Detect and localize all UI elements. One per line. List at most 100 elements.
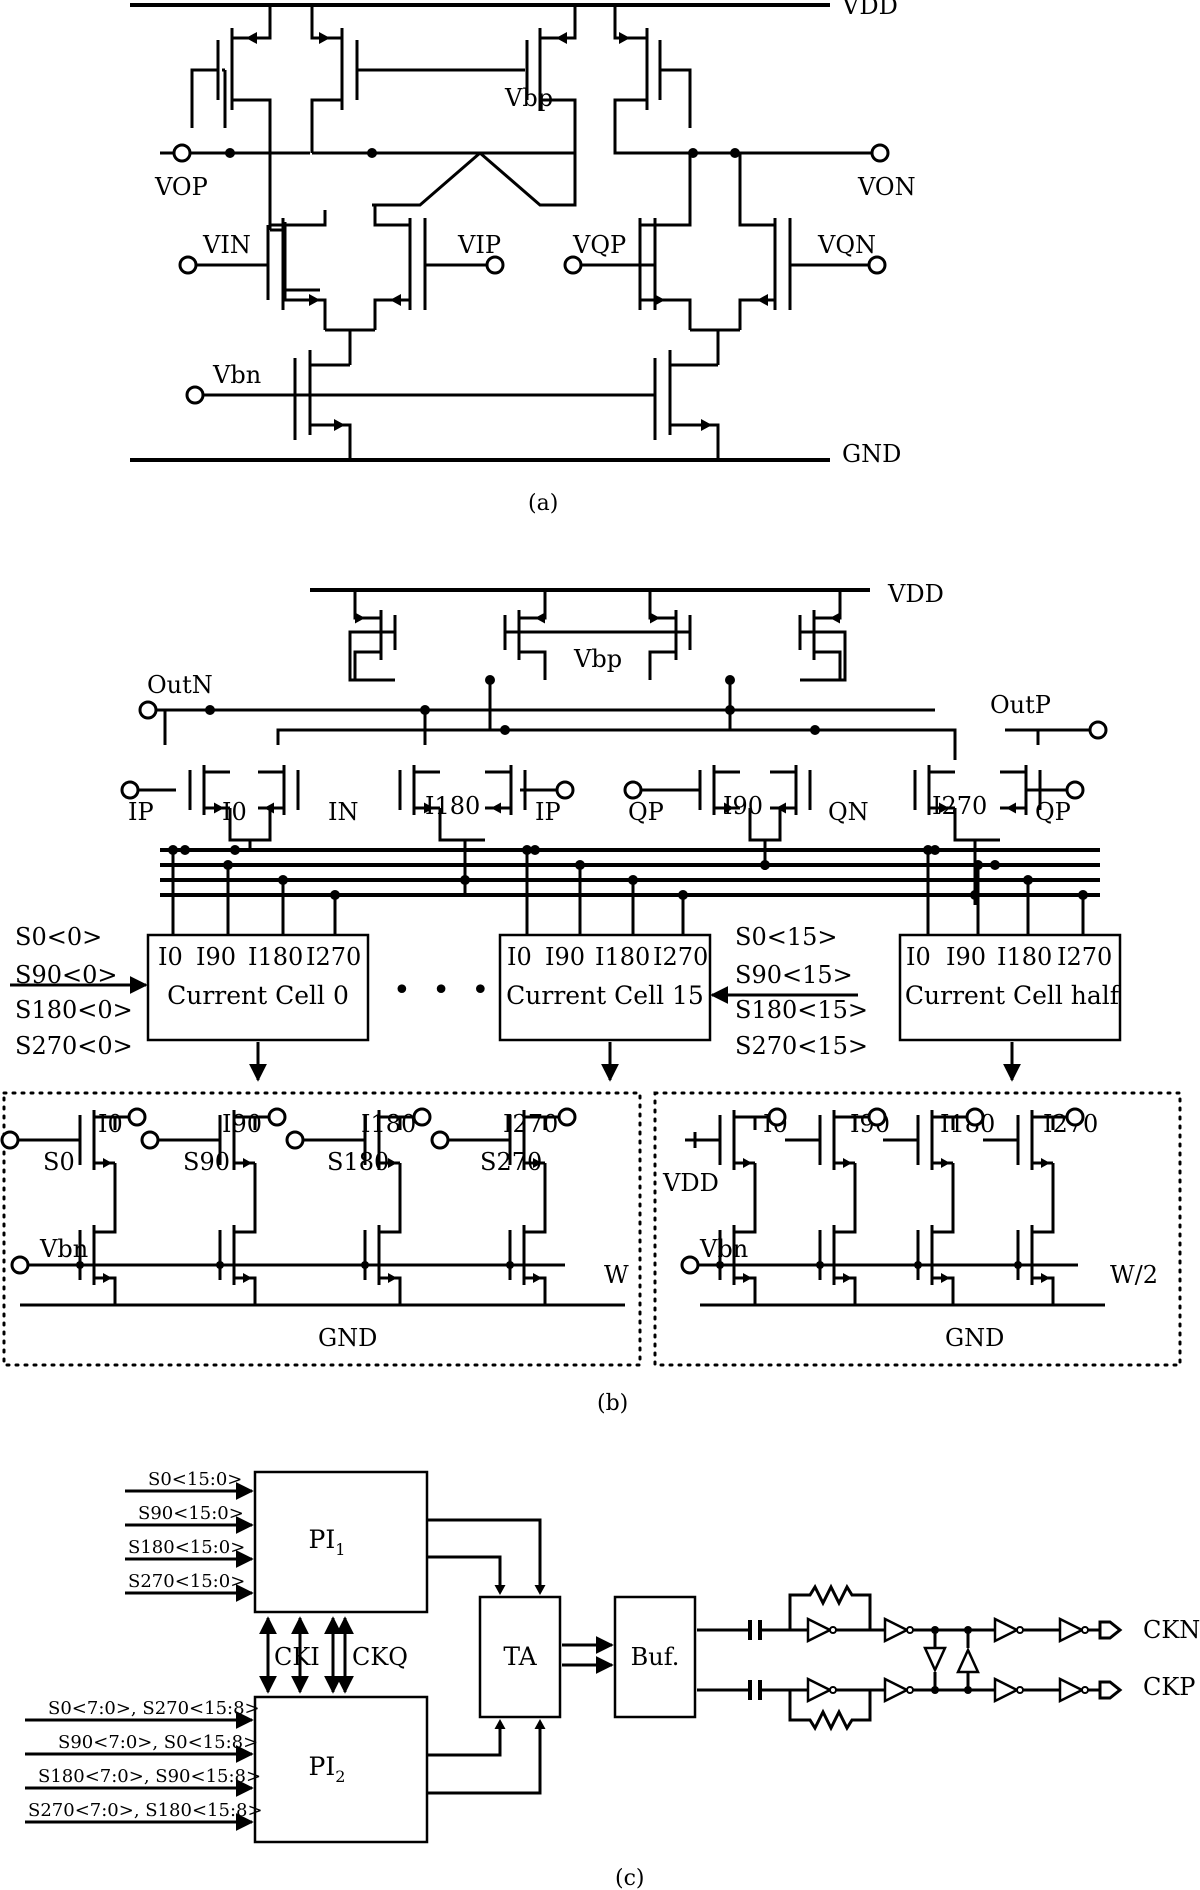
c-block-wiring xyxy=(25,1482,1123,1831)
a-schematic-wiring xyxy=(160,5,890,460)
terminal-pin xyxy=(138,700,158,720)
a-vqp-label: VQP xyxy=(572,231,626,259)
wire xyxy=(292,350,720,460)
arrowhead xyxy=(534,1585,546,1595)
wire xyxy=(1098,1620,1123,1700)
b-vdd-label: VDD xyxy=(887,580,944,608)
terminal-pin xyxy=(10,1255,30,1275)
terminal-pin xyxy=(870,143,890,163)
arrowhead xyxy=(941,1273,950,1283)
wire xyxy=(718,1110,757,1170)
current-cell-half xyxy=(898,933,1122,1042)
wire xyxy=(916,1163,955,1305)
a-vbp-label: Vbp xyxy=(504,84,553,112)
arrowhead xyxy=(830,612,840,624)
terminal-pin xyxy=(1065,1107,1085,1127)
wire xyxy=(748,1620,762,1700)
arrowhead xyxy=(757,293,768,307)
a-vip-label: VIP xyxy=(457,231,501,259)
cell15-title: Current Cell 15 xyxy=(506,981,704,1010)
arrowhead xyxy=(535,612,545,624)
wire xyxy=(690,328,740,365)
terminal-pin xyxy=(1065,780,1085,800)
junction-dot xyxy=(361,1261,369,1269)
arrowhead xyxy=(1041,1273,1050,1283)
wire xyxy=(853,1115,869,1130)
b-caption: (b) xyxy=(597,1391,628,1416)
wire xyxy=(398,765,416,815)
junction-dot xyxy=(330,890,340,900)
wire xyxy=(951,1115,967,1130)
b-tail-i180: I180 xyxy=(425,792,480,820)
cell15-port-i270: I270 xyxy=(653,943,708,971)
wire xyxy=(753,1115,769,1130)
inverter-bubble xyxy=(829,1686,837,1694)
junction-dot xyxy=(367,148,377,158)
junction-dot xyxy=(628,875,638,885)
wire xyxy=(1051,1115,1067,1130)
inverter xyxy=(993,1616,1020,1644)
junction-dot xyxy=(716,1261,724,1269)
pi2-in-1: S90<7:0>, S0<15:8> xyxy=(58,1732,258,1753)
arrowhead xyxy=(334,418,345,432)
terminal-pin xyxy=(563,255,583,275)
terminal-pin xyxy=(127,1107,147,1127)
arrowhead xyxy=(103,1158,112,1168)
arrowhead xyxy=(1041,1158,1050,1168)
wire xyxy=(674,610,692,660)
junction-dot xyxy=(973,860,983,870)
arrowhead xyxy=(388,1158,397,1168)
dl-gnd: GND xyxy=(318,1324,377,1352)
junction-dot xyxy=(923,845,933,855)
terminal-pin xyxy=(185,385,205,405)
junction-dot xyxy=(460,875,470,885)
b-input-ip-2: IP xyxy=(535,798,561,826)
buf-block xyxy=(613,1595,697,1719)
junction-dot xyxy=(1014,1261,1022,1269)
wire xyxy=(718,1163,757,1305)
wire xyxy=(160,128,725,155)
wire xyxy=(1016,1163,1055,1305)
a-vop-label: VOP xyxy=(154,173,208,201)
arrowhead xyxy=(743,1273,752,1283)
wire xyxy=(428,1722,542,1795)
junction-dot xyxy=(205,705,215,715)
dr-width: W/2 xyxy=(1110,1261,1158,1289)
wire xyxy=(933,1630,970,1690)
wire xyxy=(798,610,816,660)
inverter-bubble xyxy=(1081,1626,1089,1634)
junction-dot xyxy=(225,148,235,158)
junction-dot xyxy=(725,705,735,715)
half-cell-detail-box xyxy=(653,1091,1182,1367)
arrowhead xyxy=(494,1719,506,1729)
arrowhead xyxy=(243,1158,252,1168)
junction-dot xyxy=(485,675,495,685)
wire xyxy=(485,770,511,810)
terminal-pin xyxy=(557,1107,577,1127)
sel-right-90: S90<15> xyxy=(735,961,853,989)
dl-width: W xyxy=(604,1261,629,1289)
arrowhead xyxy=(939,802,949,814)
wire xyxy=(580,153,692,330)
junction-dot xyxy=(1023,875,1033,885)
inverter xyxy=(1058,1616,1085,1644)
wire xyxy=(373,205,488,330)
a-vbn-label: Vbn xyxy=(212,361,261,389)
b-outp-label: OutP xyxy=(990,691,1051,719)
junction-dot xyxy=(964,1626,972,1634)
arrowhead xyxy=(654,293,665,307)
terminal-pin xyxy=(178,255,198,275)
cellhalf-port-i90: I90 xyxy=(946,943,986,971)
current-cell-15 xyxy=(498,933,712,1042)
wire xyxy=(1000,770,1026,810)
sel-right-180: S180<15> xyxy=(735,996,868,1024)
b-input-ip-1: IP xyxy=(128,798,154,826)
b-tail-i0: I0 xyxy=(222,798,247,826)
pi1-block xyxy=(253,1470,429,1614)
arrowhead xyxy=(619,31,630,45)
junction-dot xyxy=(216,1261,224,1269)
b-input-qp-1: QP xyxy=(628,798,664,826)
inverter-bubble xyxy=(1016,1626,1024,1634)
wire xyxy=(218,1163,257,1305)
dr-vdd: VDD xyxy=(662,1169,719,1197)
